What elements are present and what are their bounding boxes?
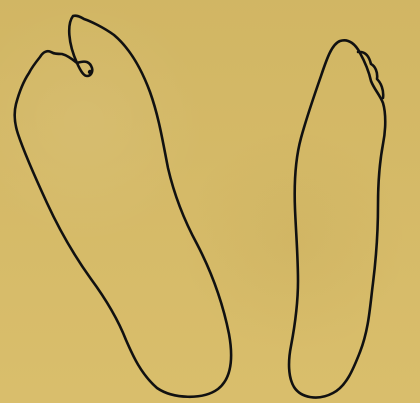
- left-toe-detail: [88, 70, 92, 74]
- right-foot-contour: [289, 40, 385, 397]
- right-foot-outline: [289, 40, 385, 397]
- left-foot-contour: [15, 16, 231, 397]
- left-foot-outline: [15, 16, 231, 397]
